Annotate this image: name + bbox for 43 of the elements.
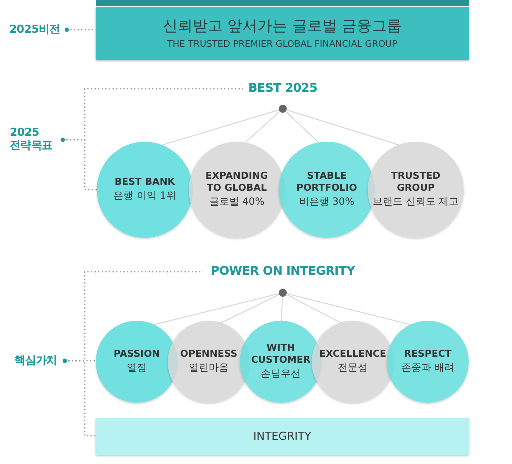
circle-subtitle: 열정 — [127, 362, 147, 376]
circle-subtitle: 은행 이익 1위 — [114, 190, 176, 204]
connector-line — [162, 110, 280, 146]
circle-subtitle: 존중과 배려 — [401, 362, 455, 376]
hub-dot — [279, 289, 287, 297]
circle-subtitle: 열린마음 — [189, 362, 229, 376]
circle-subtitle: 손님우선 — [261, 368, 301, 382]
circle-title: WITH CUSTOMER — [250, 342, 312, 366]
connector-line — [286, 110, 400, 146]
connector-line — [286, 111, 320, 144]
leader-line — [60, 138, 97, 191]
banner-title: 신뢰받고 앞서가는 글로벌 금융그룹 — [162, 17, 402, 36]
section-label: 2025 전략목표 — [10, 126, 60, 154]
hub-dot — [279, 105, 287, 113]
circle-subtitle: 비은행 30% — [299, 196, 355, 210]
banner-subtitle: THE TRUSTED PREMIER GLOBAL FINANCIAL GROUP — [167, 40, 398, 50]
circle-title: PASSION — [114, 348, 160, 360]
circle-title: TRUSTED GROUP — [390, 170, 442, 194]
connector-line — [221, 294, 280, 324]
section-label: BEST 2025 — [243, 80, 323, 98]
connector-line — [280, 296, 284, 322]
circle-subtitle: 브랜드 신뢰도 제고 — [372, 196, 460, 210]
bar-label: INTEGRITY — [254, 430, 312, 443]
connector-line — [286, 293, 412, 326]
leader-line — [62, 358, 96, 437]
vision-banner — [96, 7, 469, 60]
value-circle — [387, 321, 469, 403]
circle-title: EXPANDING TO GLOBAL — [204, 170, 270, 194]
section-label: 핵심가치 — [10, 353, 62, 369]
circle-subtitle: 글로벌 40% — [209, 196, 265, 210]
connector-line — [245, 111, 280, 144]
circle-title: OPENNESS — [180, 348, 238, 360]
section-label: 2025비전 — [6, 22, 64, 38]
circle-title: BEST BANK — [114, 176, 176, 188]
circle-title: EXCELLENCE — [320, 348, 386, 360]
circle-title: RESPECT — [404, 348, 452, 360]
section-label: POWER ON INTEGRITY — [203, 263, 363, 281]
circle-subtitle: 전문성 — [338, 362, 368, 376]
connector-line — [154, 293, 280, 326]
circle-title: STABLE PORTFOLIO — [296, 170, 358, 194]
connector-line — [286, 294, 342, 324]
leader-line — [64, 28, 96, 32]
foundation-bar — [96, 418, 469, 455]
